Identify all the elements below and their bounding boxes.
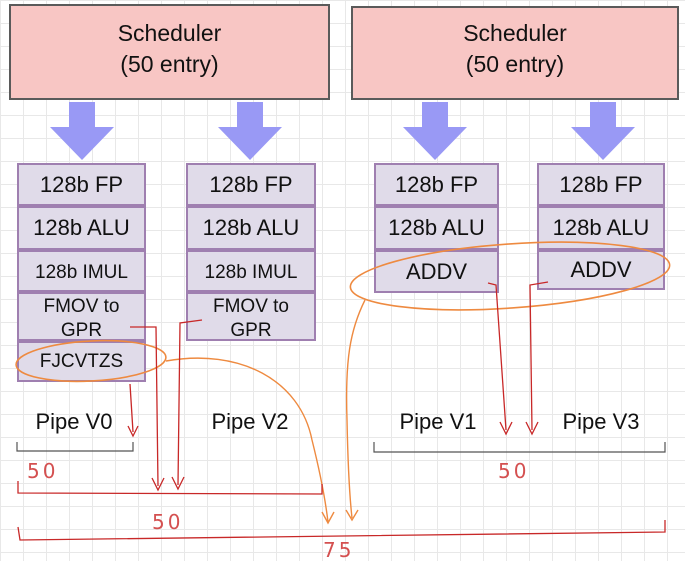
pipe-label-v3: Pipe V3 — [562, 409, 640, 434]
pipe-label-v2: Pipe V2 — [211, 409, 289, 434]
fjcvtzs-route — [165, 357, 329, 523]
count-v0: 50 — [27, 459, 58, 483]
scheduler-right: Scheduler (50 entry) — [351, 6, 679, 100]
down-arrow-icon — [218, 102, 282, 160]
unit-128b-alu: 128b ALU — [374, 206, 499, 250]
pipe-label-v0: Pipe V0 — [35, 409, 113, 434]
down-arrow-icon — [50, 102, 114, 160]
count-total: 75 — [323, 538, 354, 561]
unit-128b-alu: 128b ALU — [186, 206, 316, 250]
unit-fmov-line1: FMOV to — [43, 296, 120, 317]
unit-128b-fp: 128b FP — [537, 163, 665, 206]
addv-route — [345, 299, 366, 519]
scheduler-title: Scheduler — [463, 20, 567, 46]
unit-fmov-line1: FMOV to — [212, 296, 289, 317]
count-v1-v3: 50 — [498, 459, 529, 483]
gpr-route-left — [130, 326, 159, 487]
scheduler-left: Scheduler (50 entry) — [9, 4, 330, 100]
pipe-label-v1: Pipe V1 — [399, 409, 477, 434]
scheduler-entries: (50 entry) — [465, 51, 565, 77]
scheduler-title: Scheduler — [117, 20, 222, 46]
unit-128b-fp: 128b FP — [374, 163, 499, 206]
bracket-v0-v2 — [17, 481, 323, 495]
unit-addv: ADDV — [537, 250, 665, 290]
down-arrow-icon — [571, 102, 635, 160]
addv-v1-route — [487, 282, 507, 431]
unit-128b-fp: 128b FP — [186, 163, 316, 206]
bracket-all — [17, 520, 666, 541]
unit-128b-imul: 128b IMUL — [186, 250, 316, 292]
fjcvtzs-highlight — [15, 339, 167, 383]
count-v0-v2: 50 — [152, 510, 183, 534]
unit-fmov-to-gpr: FMOV to GPR — [186, 292, 316, 341]
addv-highlight — [349, 241, 671, 311]
unit-fmov-line2: GPR — [230, 320, 272, 341]
unit-addv: ADDV — [374, 250, 499, 293]
gpr-route-right — [177, 319, 203, 486]
scheduler-entries: (50 entry) — [120, 51, 219, 77]
bracket-v0 — [16, 442, 134, 452]
unit-128b-fp: 128b FP — [17, 163, 146, 206]
bracket-v1-v3 — [373, 442, 666, 453]
addv-v3-route — [529, 281, 549, 431]
unit-128b-alu: 128b ALU — [17, 206, 146, 250]
unit-fmov-to-gpr: FMOV to GPR — [17, 292, 146, 341]
unit-128b-imul: 128b IMUL — [17, 250, 146, 292]
v0-route — [129, 383, 134, 433]
unit-fmov-line2: GPR — [60, 320, 103, 341]
down-arrow-icon — [403, 102, 467, 160]
